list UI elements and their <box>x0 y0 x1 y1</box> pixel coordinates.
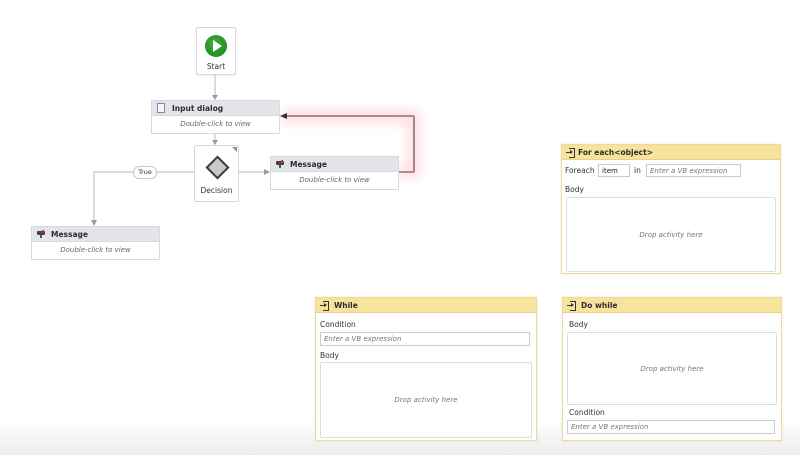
document-icon <box>154 101 168 115</box>
loop-icon <box>563 145 577 159</box>
message-icon <box>273 157 287 171</box>
foreach-label: Foreach <box>565 166 595 175</box>
input-dialog-activity[interactable]: Input dialog Double-click to view <box>151 100 280 134</box>
while-body-label: Body <box>320 351 339 360</box>
message-left-hint: Double-click to view <box>60 246 131 254</box>
do-while-condition-label: Condition <box>569 408 605 417</box>
message-icon <box>34 227 48 241</box>
message-right-title: Message <box>290 159 327 169</box>
for-each-body-label: Body <box>565 185 584 194</box>
foreach-expression-input[interactable]: Enter a VB expression <box>646 164 741 177</box>
while-title: While <box>334 300 358 310</box>
decision-node[interactable]: Decision <box>194 145 239 202</box>
start-label: Start <box>206 62 226 71</box>
input-dialog-hint: Double-click to view <box>180 120 251 128</box>
do-while-activity[interactable]: Do while Body Drop activity here Conditi… <box>562 297 782 441</box>
decision-label: Decision <box>200 186 233 195</box>
input-dialog-title: Input dialog <box>172 103 224 113</box>
message-left-title: Message <box>51 229 88 239</box>
foreach-item-input[interactable]: item <box>598 164 630 177</box>
while-condition-label: Condition <box>320 320 356 329</box>
do-while-title: Do while <box>581 300 618 310</box>
for-each-title: For each<object> <box>578 147 653 157</box>
loop-icon <box>564 298 578 312</box>
message-activity-right[interactable]: Message Double-click to view <box>270 156 399 190</box>
loop-icon <box>317 298 331 312</box>
start-node[interactable]: Start <box>196 27 236 75</box>
do-while-drop-zone[interactable]: Drop activity here <box>567 332 777 405</box>
while-condition-input[interactable]: Enter a VB expression <box>320 332 530 346</box>
in-label: in <box>634 166 641 175</box>
true-branch-label[interactable]: True <box>133 166 157 179</box>
for-each-activity[interactable]: For each<object> Foreach item in Enter a… <box>561 144 781 274</box>
expand-corner-icon <box>232 147 237 152</box>
play-icon <box>205 35 227 57</box>
do-while-body-label: Body <box>569 320 588 329</box>
message-activity-left[interactable]: Message Double-click to view <box>31 226 160 260</box>
while-drop-zone[interactable]: Drop activity here <box>320 362 532 438</box>
for-each-drop-zone[interactable]: Drop activity here <box>566 197 776 272</box>
while-activity[interactable]: While Condition Enter a VB expression Bo… <box>315 297 537 441</box>
diamond-icon <box>205 155 230 180</box>
message-right-hint: Double-click to view <box>299 176 370 184</box>
do-while-condition-input[interactable]: Enter a VB expression <box>567 420 775 434</box>
